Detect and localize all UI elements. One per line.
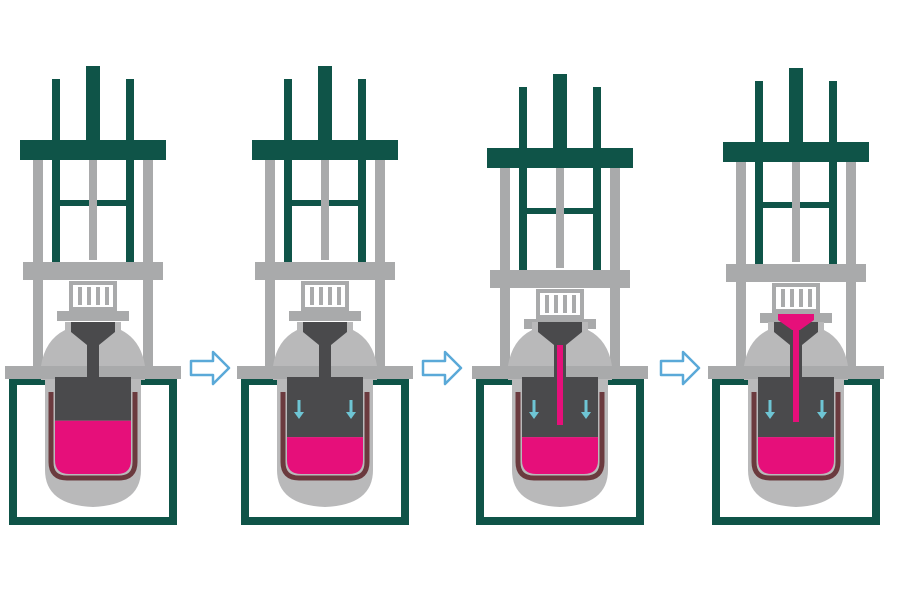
arrow-head (529, 412, 539, 419)
press-arrow-right-icon (581, 400, 591, 419)
press-arrow-right-icon (346, 400, 356, 419)
center-shaft (556, 168, 564, 268)
molten-metal (522, 437, 598, 474)
arrow-head (817, 412, 827, 419)
machine-stage-2 (237, 66, 413, 525)
center-shaft (792, 162, 800, 262)
side-column-left (265, 140, 275, 370)
machine-stage-1 (5, 66, 181, 525)
crucible (280, 392, 370, 481)
guide-rod-left (519, 87, 527, 272)
side-column-right (846, 142, 856, 372)
press-arrow-right-icon (817, 400, 827, 419)
molten-metal (287, 437, 363, 474)
side-column-left (500, 148, 510, 378)
molten-metal (55, 420, 131, 474)
mold-bar (799, 289, 803, 307)
mold-bar (572, 295, 576, 313)
press-arrow-left-icon (765, 400, 775, 419)
tube-metal (793, 322, 799, 422)
mold-bar (545, 295, 549, 313)
molten-metal (758, 437, 834, 474)
middle-plate (726, 264, 866, 282)
press-arrow-left-icon (529, 400, 539, 419)
crucible (515, 392, 605, 481)
side-column-right (610, 148, 620, 378)
mold-plate (57, 311, 129, 321)
guide-rod-right (829, 81, 837, 266)
guide-rod-left (755, 81, 763, 266)
arrow-head (765, 412, 775, 419)
mold-metal (778, 314, 814, 330)
feed-tube (71, 322, 115, 420)
mold-bar (808, 289, 812, 307)
mold-bar (790, 289, 794, 307)
right-arrow-icon (421, 350, 463, 386)
mold-bar (563, 295, 567, 313)
top-plate (252, 140, 398, 160)
guide-rod-right (358, 79, 366, 264)
center-rod (318, 66, 332, 146)
side-column-left (736, 142, 746, 372)
side-column-left (33, 140, 43, 370)
center-shaft (89, 160, 97, 260)
mold-bar (78, 287, 82, 305)
top-plate (723, 142, 869, 162)
machine-stage-4 (708, 68, 884, 525)
middle-plate (255, 262, 395, 280)
center-rod (86, 66, 100, 146)
arrow-head (346, 412, 356, 419)
center-shaft (321, 160, 329, 260)
mold-bar (337, 287, 341, 305)
middle-plate (23, 262, 163, 280)
arrow-head (294, 412, 304, 419)
right-arrow-icon (659, 350, 701, 386)
middle-plate (490, 270, 630, 288)
mold-bar (328, 287, 332, 305)
top-plate (20, 140, 166, 160)
mold-bar (319, 287, 323, 305)
right-arrow-icon (189, 350, 231, 386)
tube-metal (557, 345, 563, 425)
center-rod (789, 68, 803, 148)
press-arrow-left-icon (294, 400, 304, 419)
center-rod (553, 74, 567, 154)
mold-bar (96, 287, 100, 305)
side-column-right (375, 140, 385, 370)
side-column-right (143, 140, 153, 370)
mold-bar (87, 287, 91, 305)
feed-tube (303, 322, 347, 420)
top-plate (487, 148, 633, 168)
guide-rod-left (52, 79, 60, 264)
mold-bar (310, 287, 314, 305)
mold-plate (289, 311, 361, 321)
crucible (751, 392, 841, 481)
guide-rod-right (593, 87, 601, 272)
arrow-head (581, 412, 591, 419)
mold-bar (105, 287, 109, 305)
machine-stage-3 (472, 74, 648, 525)
guide-rod-left (284, 79, 292, 264)
mold-bar (781, 289, 785, 307)
mold-bar (554, 295, 558, 313)
guide-rod-right (126, 79, 134, 264)
crucible (48, 392, 138, 481)
